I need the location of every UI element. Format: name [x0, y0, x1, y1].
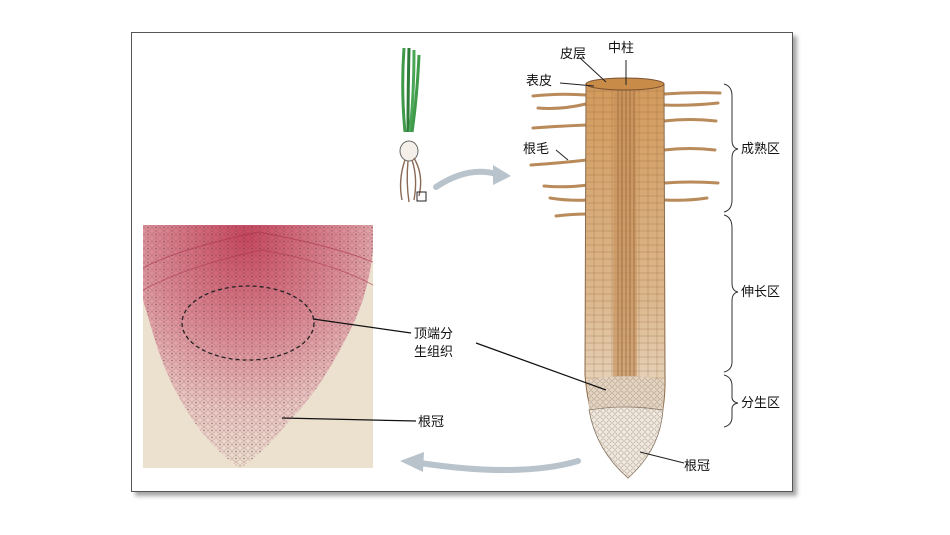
root-hairs	[529, 91, 722, 218]
label-elongation-zone: 伸长区	[741, 285, 780, 300]
label-apical-meristem-line1: 顶端分	[414, 327, 453, 342]
label-apical-meristem-line2: 生组织	[414, 345, 453, 360]
label-stele: 中柱	[608, 41, 634, 56]
label-root-cap-left: 根冠	[418, 415, 444, 430]
label-cortex: 皮层	[560, 47, 586, 62]
label-meristem-zone: 分生区	[741, 396, 780, 411]
zoom-arrow-left	[400, 452, 581, 474]
seedling-illustration	[399, 47, 427, 203]
micrograph-panel	[143, 225, 373, 468]
leader-lines-left	[281, 318, 607, 422]
root-illustration	[529, 77, 722, 479]
leader-lines-right	[555, 57, 685, 464]
label-epidermis: 表皮	[526, 74, 552, 89]
label-root-hair: 根毛	[523, 142, 549, 157]
label-maturation-zone: 成熟区	[741, 141, 780, 157]
zoom-arrow-right	[433, 165, 511, 190]
zone-brackets	[723, 83, 739, 428]
label-root-cap-right: 根冠	[684, 459, 710, 474]
